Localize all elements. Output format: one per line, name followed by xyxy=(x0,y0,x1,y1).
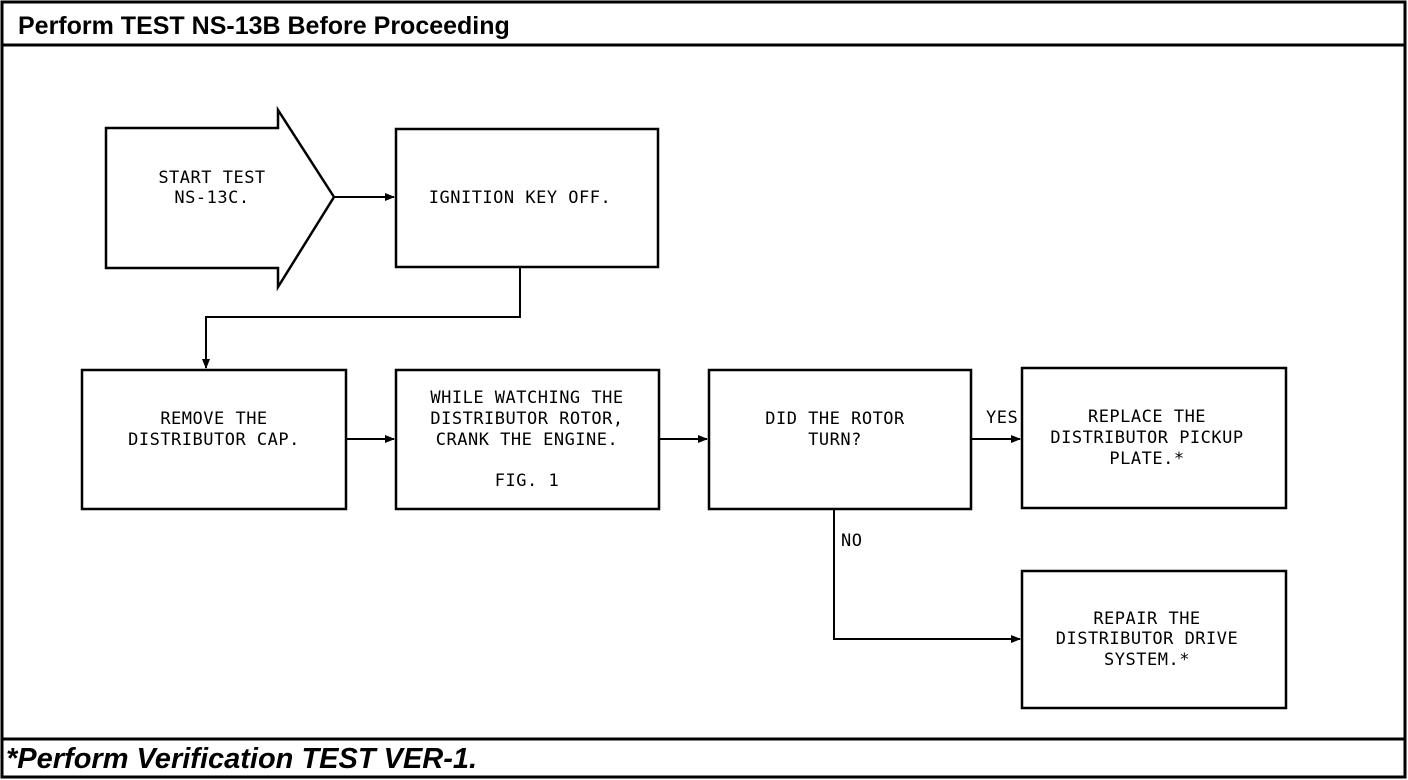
start-label-1: START TEST xyxy=(158,168,265,188)
crank-label-1: WHILE WATCHING THE xyxy=(430,388,623,408)
no-label: NO xyxy=(841,531,862,551)
repair-label-2: DISTRIBUTOR DRIVE xyxy=(1056,629,1239,649)
edge-ignition-to-remove xyxy=(202,267,521,369)
edge-rotor-no-to-repair xyxy=(833,509,1021,643)
footer-note: *Perform Verification TEST VER-1. xyxy=(6,743,477,775)
yes-label: YES xyxy=(986,408,1018,428)
replace-label-3: PLATE.* xyxy=(1109,449,1184,469)
start-label-2: NS-13C. xyxy=(174,188,249,208)
replace-label-1: REPLACE THE xyxy=(1088,407,1206,427)
crank-label-2: DISTRIBUTOR ROTOR, xyxy=(430,409,623,429)
replace-node xyxy=(1020,366,1288,510)
rotor-label-1: DID THE ROTOR xyxy=(765,409,905,429)
crank-label-3: CRANK THE ENGINE. xyxy=(436,430,619,450)
remove-label-1: REMOVE THE xyxy=(160,409,267,429)
start-node xyxy=(104,105,336,292)
replace-label-2: DISTRIBUTOR PICKUP xyxy=(1050,428,1243,448)
ignition-node xyxy=(394,127,660,269)
rotor-decision-node xyxy=(707,368,973,511)
rotor-label-2: TURN? xyxy=(808,430,862,450)
crank-label-fig: FIG. 1 xyxy=(495,471,559,491)
repair-label-1: REPAIR THE xyxy=(1093,609,1200,629)
repair-label-3: SYSTEM.* xyxy=(1104,650,1190,670)
ignition-label: IGNITION KEY OFF. xyxy=(429,188,612,208)
remove-label-2: DISTRIBUTOR CAP. xyxy=(128,430,300,450)
header-title: Perform TEST NS-13B Before Proceeding xyxy=(18,12,510,40)
repair-node xyxy=(1020,569,1288,710)
